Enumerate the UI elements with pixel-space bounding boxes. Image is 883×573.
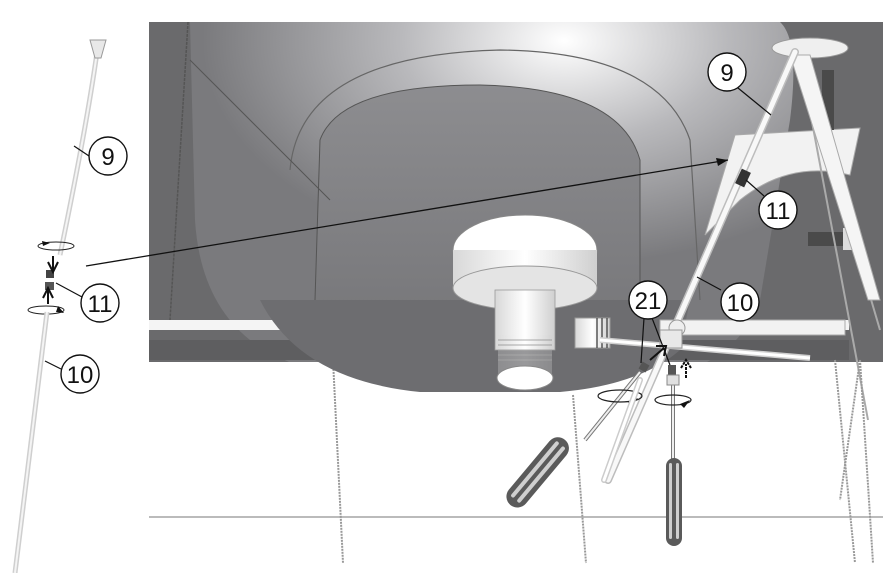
detail-coupler-11 bbox=[46, 270, 54, 278]
callout-leader-detail-10 bbox=[44, 360, 62, 370]
callout-bubble-main-10 bbox=[720, 282, 760, 322]
detail-pointer-arrowhead bbox=[716, 158, 728, 166]
leg-right-white bbox=[789, 54, 881, 301]
callout-bubble-detail-10 bbox=[60, 354, 100, 394]
callout-leader-detail-9 bbox=[73, 145, 90, 157]
support-bar bbox=[659, 319, 846, 336]
floor-line-vertical bbox=[332, 359, 344, 564]
callout-bubble-main-21 bbox=[628, 280, 668, 320]
detail-pointer-line bbox=[85, 159, 729, 267]
callout-leader-main-21b bbox=[651, 317, 671, 366]
rotate-arrow-top-icon bbox=[37, 241, 75, 251]
detail-view bbox=[12, 39, 729, 573]
callout-leader-main-9 bbox=[737, 87, 772, 116]
screwdriver-left-icon bbox=[506, 370, 643, 508]
callout-label-detail-10: 10 bbox=[67, 362, 94, 389]
callout-bubble-main-11 bbox=[758, 190, 798, 230]
screw-21-left bbox=[638, 361, 650, 373]
screw-21-right bbox=[668, 365, 676, 375]
callout-bubble-detail-11 bbox=[80, 283, 120, 323]
detail-coupler-11b bbox=[45, 282, 54, 290]
detail-arrow-down bbox=[47, 256, 59, 275]
main-view bbox=[149, 21, 883, 573]
callout-leader-main-21a bbox=[640, 317, 645, 364]
detail-rod-10-highlight bbox=[14, 311, 48, 573]
callout-label-main-9: 9 bbox=[720, 60, 733, 87]
callout-leader-detail-11 bbox=[55, 282, 83, 298]
floor bbox=[149, 362, 883, 573]
detail-rod-9-highlight bbox=[59, 44, 99, 256]
rotate-arrowhead-top bbox=[42, 241, 50, 246]
callout-label-detail-9: 9 bbox=[101, 144, 114, 171]
floor-line-vertical-2 bbox=[572, 394, 587, 564]
callout-bubble-main-9 bbox=[707, 52, 747, 92]
extension-rod-main bbox=[604, 48, 799, 484]
rotate-arrowhead-bottom bbox=[56, 306, 64, 313]
screwdriver-right-icon bbox=[654, 374, 692, 546]
loose-rod-highlight bbox=[602, 378, 642, 482]
tank-outline bbox=[289, 49, 701, 301]
callout-label-detail-11: 11 bbox=[88, 291, 113, 318]
callout-leader-main-11 bbox=[745, 179, 765, 197]
tank-edge-line-2 bbox=[169, 21, 189, 321]
callout-label-main-21: 21 bbox=[635, 288, 662, 315]
callout-label-main-10: 10 bbox=[727, 290, 754, 317]
callout-leader-main-10 bbox=[696, 276, 722, 291]
drain-fitting bbox=[452, 214, 611, 391]
side-bolt bbox=[808, 232, 843, 246]
detail-arrow-up bbox=[42, 285, 54, 304]
detail-rod-cap bbox=[89, 39, 107, 59]
callout-bubble-detail-9 bbox=[88, 136, 128, 176]
tank-edge-line bbox=[189, 59, 331, 201]
insert-arrow-right bbox=[680, 358, 692, 378]
cross-rod-highlight bbox=[599, 338, 811, 360]
callout-label-main-11: 11 bbox=[766, 198, 791, 225]
